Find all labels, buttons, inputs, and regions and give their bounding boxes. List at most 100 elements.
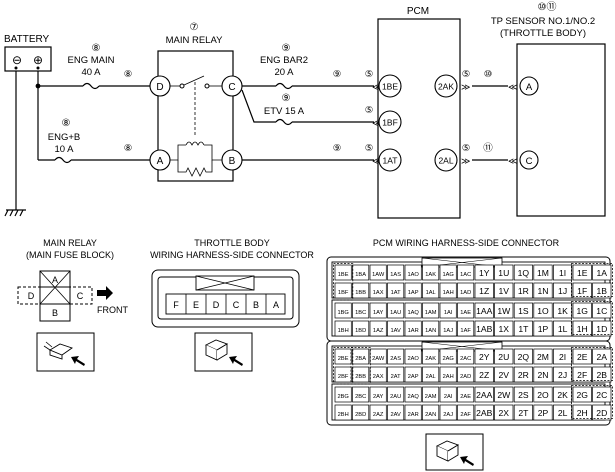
pcm-pin-label: 1T	[518, 324, 529, 334]
pcm-pin-cell: 2AA	[474, 386, 494, 403]
pcm-pin-label: 1V	[499, 286, 510, 296]
pcm-pin-label: 1P	[538, 324, 549, 334]
pcm-pin-label: 2O	[537, 390, 549, 400]
relay-switch-icon	[170, 75, 222, 135]
tp-sensor-number: ⑩⑪	[538, 1, 557, 13]
pcm-pin-cell: 1AJ	[439, 320, 457, 337]
pcm-pin-label: 1AA	[476, 306, 493, 316]
pcm-pin-label: 2BE	[338, 356, 349, 362]
pcm-pin-cell: 1B	[592, 282, 612, 299]
wire-mark-1at: ⑨	[333, 143, 342, 154]
pcm-pin-label: 2BD	[355, 412, 366, 418]
pcm-pin-label: 1E	[577, 268, 588, 278]
pcm-pin-cell: 1AK	[422, 264, 440, 281]
wire	[241, 89, 276, 123]
pcm-pin-cell: 1AX	[369, 282, 387, 299]
pcm-pin-cell: 1X	[494, 320, 514, 337]
pcm-pin-label: 1AD	[460, 290, 471, 296]
pcm-pin-cell: 2L	[553, 404, 573, 421]
relay-connector-title: MAIN RELAY	[43, 238, 97, 248]
pcm-pin-label: 2AP	[408, 374, 419, 380]
pcm-pin-cell: 1AU	[387, 302, 405, 319]
svg-text:≪: ≪	[372, 82, 381, 92]
pcm-pin-cell: 2X	[494, 404, 514, 421]
pcm-pin-cell: 2K	[553, 386, 573, 403]
pcm-pin-label: 1AT	[391, 290, 402, 296]
svg-text:⑤: ⑤	[365, 143, 374, 154]
pcm-pin-label: 1R	[518, 286, 529, 296]
pcm-pin-label: 2E	[577, 352, 588, 362]
pcm-pin-label: 2A	[597, 352, 608, 362]
pcm-pin-label: 1AY	[373, 310, 384, 316]
pcm-pin-cell: 1N	[533, 282, 553, 299]
pcm-pin-cell: 2AF	[457, 404, 475, 421]
pcm-pin-cell: 1BH	[334, 320, 352, 337]
svg-text:A: A	[273, 300, 279, 310]
throttle-connector: F E D C B A	[151, 269, 300, 328]
pcm-pin-label: 1C	[596, 306, 607, 316]
relay-coil-icon	[170, 141, 222, 177]
pcm-pin-cell: 1D	[592, 320, 612, 337]
pcm-pin-cell: 1AD	[457, 282, 475, 299]
pcm-pin-label: 1B	[597, 286, 608, 296]
pcm-pin-cell: 1AC	[457, 264, 475, 281]
pcm-pin-label: 1AL	[426, 290, 436, 296]
pcm-pin-cell: 1F	[572, 282, 592, 299]
pcm-pin-label: 1BE	[338, 272, 349, 278]
tp-sensor-box	[516, 43, 606, 217]
pcm-terminal-1bf: ⑤ ≪ 1BF	[365, 105, 402, 134]
pcm-pin-cell: 2Z	[474, 366, 494, 383]
svg-text:1AT: 1AT	[383, 156, 398, 166]
relay-pin-b-label: B	[229, 156, 236, 167]
pcm-pin-label: 1D	[596, 324, 607, 334]
tp-pin-c	[519, 150, 539, 170]
pcm-pin-label: 1M	[537, 268, 549, 278]
svg-text:⑤: ⑤	[365, 69, 374, 80]
pcm-pin-label: 2AK	[425, 356, 436, 362]
eng-main-name: ENG MAIN	[68, 55, 115, 66]
pcm-pin-cell: 1H	[572, 320, 592, 337]
pcm-pin-label: 1AH	[443, 290, 454, 296]
pcm-pin-label: 2AF	[460, 412, 471, 418]
pcm-pin-cell: 1AI	[439, 302, 457, 319]
pcm-terminal-1be: ⑤ ≪ 1BE	[365, 69, 402, 98]
pcm-terminal-2ak: 2AK ≫ ⑤	[434, 69, 471, 98]
pcm-pin-cell: 1AF	[457, 320, 475, 337]
front-arrow-icon	[97, 286, 113, 300]
relay-connector-subtitle: (MAIN FUSE BLOCK)	[26, 250, 114, 260]
pcm-pin-cell: 1J	[553, 282, 573, 299]
pcm-pin-cell: 1L	[553, 320, 573, 337]
pcm-pin-label: 1O	[537, 306, 549, 316]
svg-text:⑤: ⑤	[462, 69, 471, 80]
pcm-pin-cell: 1S	[513, 302, 533, 319]
pcm-terminal-1at: ⑤ ≪ 1AT	[365, 143, 402, 172]
pcm-pin-label: 1AG	[442, 272, 453, 278]
pcm-pin-cell: 1G	[572, 302, 592, 319]
pcm-pin-label: 2AY	[373, 394, 384, 400]
pcm-pin-label: 1AJ	[443, 328, 453, 334]
pcm-pin-label: 2T	[518, 408, 529, 418]
pcm-pin-label: 2AQ	[407, 394, 419, 400]
pcm-pin-cell: 1A	[592, 264, 612, 281]
pcm-pin-label: 1G	[576, 306, 588, 316]
pcm-pin-cell: 2E	[572, 348, 592, 365]
pcm-pin-label: 2P	[538, 408, 549, 418]
pcm-pin-cell: 2AV	[387, 404, 405, 421]
pcm-pin-label: 2I	[559, 352, 566, 362]
pcm-pin-label: 2AU	[390, 394, 401, 400]
svg-text:≪: ≪	[508, 82, 517, 92]
pcm-pin-cell: 2F	[572, 366, 592, 383]
pcm-pin-cell: 1AQ	[404, 302, 422, 319]
pcm-pin-cell: 2BH	[334, 404, 352, 421]
pcm-pin-cell: 1AH	[439, 282, 457, 299]
wire-mark-eng-main: ⑧	[124, 69, 133, 80]
pcm-pin-label: 1AR	[408, 328, 419, 334]
pcm-pin-label: 2F	[577, 370, 587, 380]
svg-text:C: C	[233, 300, 240, 310]
pcm-pin-cell: 2BG	[334, 386, 352, 403]
pcm-pin-label: 1BA	[355, 272, 366, 278]
pcm-pin-cell: 1AE	[457, 302, 475, 319]
